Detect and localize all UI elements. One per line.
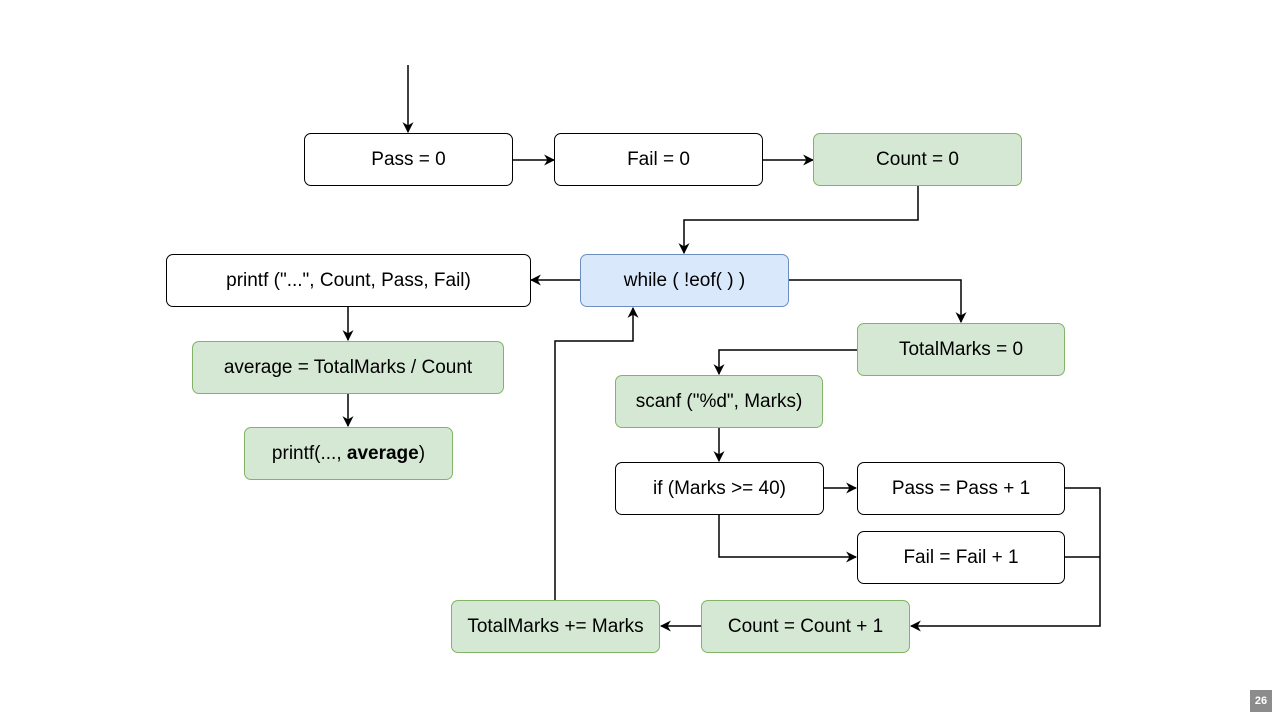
count-init-node: Count = 0 xyxy=(813,133,1022,186)
pass-increment-label: Pass = Pass + 1 xyxy=(891,477,1031,499)
average-calc-node: average = TotalMarks / Count xyxy=(192,341,504,394)
pass-init-label: Pass = 0 xyxy=(371,148,446,170)
totalmarks-accumulate-label: TotalMarks += Marks xyxy=(467,615,644,637)
count-increment-node: Count = Count + 1 xyxy=(701,600,910,653)
printf-average-suffix: ) xyxy=(418,442,426,464)
pass-increment-node: Pass = Pass + 1 xyxy=(857,462,1065,515)
arrow-while-to-totalmarks xyxy=(789,279,967,324)
fail-increment-node: Fail = Fail + 1 xyxy=(857,531,1065,584)
printf-average-prefix: printf(..., xyxy=(271,442,347,464)
while-loop-label: while ( !eof( ) ) xyxy=(623,269,746,291)
scanf-node: scanf ("%d", Marks) xyxy=(615,375,823,428)
fail-increment-label: Fail = Fail + 1 xyxy=(903,546,1019,568)
totalmarks-accumulate-node: TotalMarks += Marks xyxy=(451,600,660,653)
arrow-totalmarks-to-scanf xyxy=(713,349,857,376)
pass-init-node: Pass = 0 xyxy=(304,133,513,186)
printf-summary-label: printf ("...", Count, Pass, Fail) xyxy=(226,269,471,291)
page-number: 26 xyxy=(1250,690,1272,712)
totalmarks-init-node: TotalMarks = 0 xyxy=(857,323,1065,376)
totalmarks-init-label: TotalMarks = 0 xyxy=(898,338,1024,360)
printf-average-label: printf(..., average) xyxy=(272,443,425,465)
arrow-loop-back xyxy=(554,306,639,600)
scanf-label: scanf ("%d", Marks) xyxy=(635,390,803,412)
count-increment-label: Count = Count + 1 xyxy=(727,615,884,637)
printf-average-bold: average xyxy=(346,442,419,464)
count-init-label: Count = 0 xyxy=(876,148,959,170)
arrow-if-to-fail xyxy=(718,514,858,563)
fail-init-label: Fail = 0 xyxy=(627,148,690,170)
fail-init-node: Fail = 0 xyxy=(554,133,763,186)
printf-summary-node: printf ("...", Count, Pass, Fail) xyxy=(166,254,531,307)
if-marks-label: if (Marks >= 40) xyxy=(652,477,787,499)
while-loop-node: while ( !eof( ) ) xyxy=(580,254,789,307)
printf-average-node: printf(..., average) xyxy=(244,427,453,480)
average-calc-label: average = TotalMarks / Count xyxy=(223,356,473,378)
arrow-count-to-while xyxy=(678,186,919,255)
if-marks-node: if (Marks >= 40) xyxy=(615,462,824,515)
